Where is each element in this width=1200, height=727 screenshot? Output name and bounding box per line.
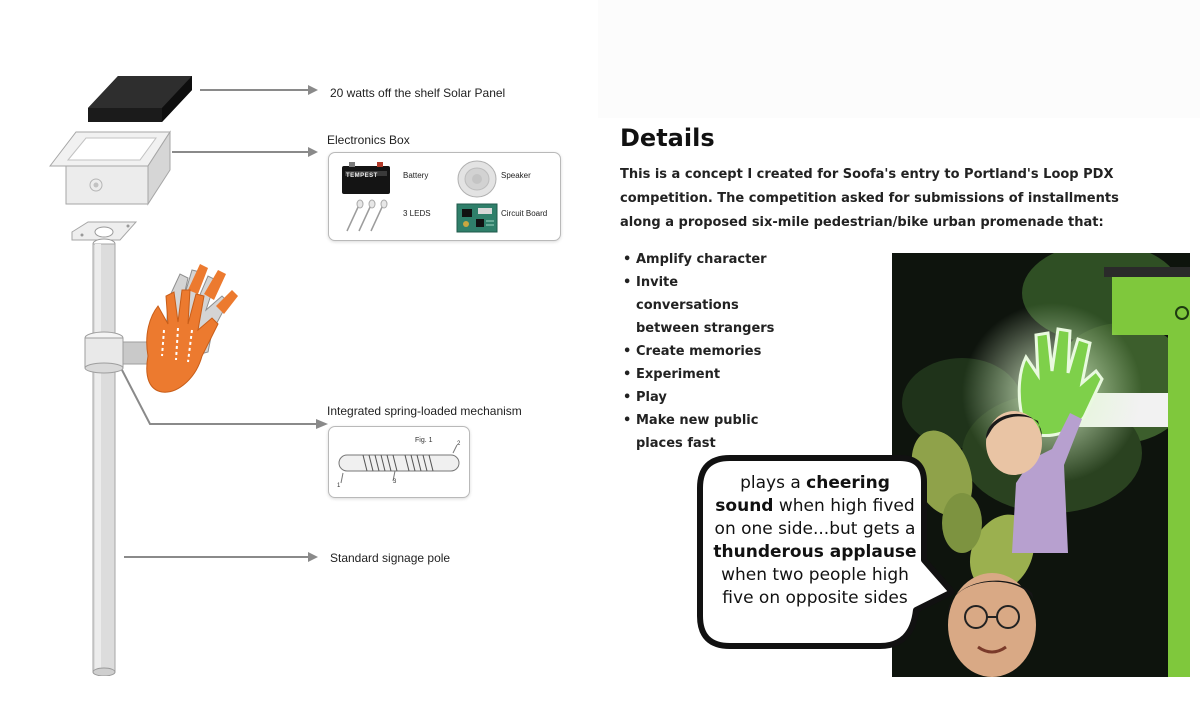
pole-arrowhead (308, 552, 318, 562)
concept-photo (892, 253, 1190, 677)
speaker-label: Speaker (501, 171, 531, 180)
electronics-box-label: Electronics Box (327, 133, 410, 147)
electronics-components-card: TEMPEST Battery Speaker 3 LEDS (328, 152, 561, 241)
electronics-box-arrow (172, 151, 308, 153)
goals-list: Amplify character Invite conversations b… (620, 248, 796, 455)
details-heading: Details (620, 124, 715, 152)
details-top-band (598, 0, 1200, 118)
speaker-icon (457, 160, 497, 198)
pole-top-plate (71, 221, 138, 241)
high-five-hand-illustration (146, 264, 238, 393)
leds-label: 3 LEDS (403, 209, 431, 218)
bubble-part-3: when two people high five on opposite si… (721, 565, 909, 608)
details-paragraph: This is a concept I created for Soofa's … (620, 167, 1119, 230)
goal-item: Invite conversations between strangers (620, 271, 776, 340)
mechanism-number-3: 3 (393, 479, 397, 485)
mechanism-fig-label: Fig. 1 (415, 437, 433, 444)
mechanism-number-1: 1 (337, 483, 341, 489)
solar-panel-arrow (200, 89, 308, 91)
signage-pole (92, 238, 116, 676)
solar-panel-arrowhead (308, 85, 318, 95)
leds-icon (346, 199, 388, 232)
mechanism-card: Fig. 1 1 2 3 (328, 426, 470, 498)
speech-bubble-shape (697, 455, 955, 649)
goal-item: Create memories (620, 340, 796, 363)
goal-item: Play (620, 386, 796, 409)
goal-item: Make new public places fast (620, 409, 766, 455)
circuit-board-icon (456, 203, 498, 233)
exploded-diagram: 20 watts off the shelf Solar Panel Elect… (48, 76, 561, 676)
bubble-emphasis-cheering: cheering sound (715, 473, 890, 516)
bubble-part-1: plays a (740, 473, 807, 493)
solar-panel-label: 20 watts off the shelf Solar Panel (330, 86, 506, 100)
mechanism-number-2: 2 (457, 441, 461, 447)
bubble-emphasis-applause: thunderous applause (713, 542, 917, 562)
pole-label: Standard signage pole (330, 551, 451, 565)
pole-arrow (124, 556, 308, 558)
circuit-board-label: Circuit Board (501, 209, 548, 218)
goal-item: Amplify character (620, 248, 796, 271)
speech-bubble-text: plays a cheering sound when high fived o… (710, 472, 920, 610)
electronics-box-illustration (48, 130, 171, 206)
electronics-box-arrowhead (308, 147, 318, 157)
battery-label: Battery (403, 171, 429, 180)
battery-brand: TEMPEST (346, 173, 378, 179)
goal-item: Experiment (620, 363, 796, 386)
bubble-part-2: when high fived on one side...but gets a (714, 496, 916, 539)
solar-panel-illustration (88, 76, 192, 122)
spring-mechanism-drawing (338, 444, 460, 484)
mechanism-arrow (121, 369, 328, 429)
battery-icon (342, 162, 390, 194)
mechanism-label: Integrated spring-loaded mechanism (327, 404, 522, 418)
